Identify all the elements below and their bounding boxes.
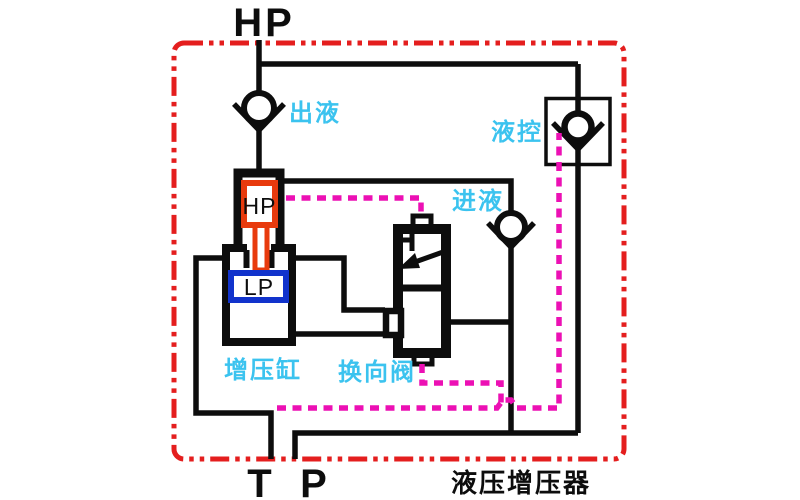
flow-arrow-head-icon <box>398 253 420 269</box>
piston-rod <box>252 222 270 273</box>
hp-port-label: HP <box>233 1 295 45</box>
cylinder-neck <box>243 250 275 268</box>
check-valve-ball-icon <box>494 210 528 244</box>
pilot-operated-check-valve <box>551 110 605 151</box>
hp-piston <box>241 180 278 228</box>
boundary-box <box>171 40 627 462</box>
inlet-check-valve <box>486 210 536 249</box>
outlet-check-valve <box>232 90 286 132</box>
valve-port-stub <box>382 307 405 339</box>
inlet-label: 进液 <box>452 187 504 215</box>
t-port-label: T <box>247 462 274 500</box>
hp-piston-label: HP <box>243 193 277 219</box>
check-valve-seat-icon <box>486 221 536 249</box>
t-return-line <box>193 255 274 459</box>
check-valve-ball-icon <box>241 90 277 126</box>
outlet-label: 出液 <box>289 99 341 127</box>
flow-arrow-shaft <box>414 249 444 265</box>
lp-piston <box>228 270 289 303</box>
pilot-line-main <box>277 133 562 411</box>
p-port-label: P <box>300 462 330 500</box>
pilot-control-label: 液控 <box>491 118 543 146</box>
booster-cylinder-label: 增压缸 <box>224 356 302 384</box>
diagram-title: 液压增压器 <box>451 468 591 498</box>
p-supply-line <box>292 430 578 459</box>
blocked-port-symbol <box>403 231 415 251</box>
check-valve-seat-icon <box>551 121 605 151</box>
directional-valve <box>382 213 451 367</box>
check-valve-seat-icon <box>232 102 286 132</box>
check-valve-ball-icon <box>561 110 595 144</box>
pilot-line-hp <box>286 195 424 212</box>
directional-valve-label: 换向阀 <box>338 358 416 386</box>
lp-piston-label: LP <box>244 274 274 300</box>
inlet-line <box>284 178 514 433</box>
cylinder-valve-upper-line <box>292 255 385 313</box>
pilot-line-valve-drain <box>419 364 504 406</box>
booster-cylinder <box>222 168 296 346</box>
